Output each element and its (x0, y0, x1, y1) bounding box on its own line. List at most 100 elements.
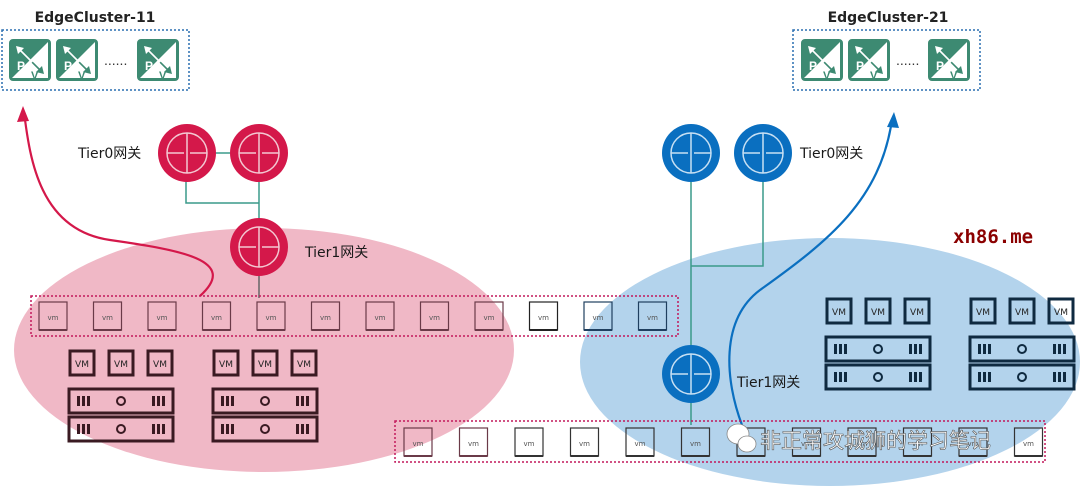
svg-text:V: V (31, 70, 39, 82)
host-vm-icon[interactable]: VM (68, 349, 96, 377)
vm-label: vm (484, 314, 495, 322)
host-vm-icon[interactable]: VM (903, 297, 931, 325)
segment-vm-icon[interactable]: vm (528, 301, 559, 331)
edge-node-icon: PV (9, 39, 51, 82)
segment-vm-icon[interactable]: vm (474, 301, 504, 331)
left-tier0-label: Tier0网关 (77, 146, 141, 162)
right-tier1-label: Tier1网关 (736, 375, 800, 391)
edge-cluster-21-title: EdgeCluster-21 (828, 10, 949, 26)
host-vm-icon[interactable]: VM (825, 297, 853, 325)
edge-cluster-11: EdgeCluster-11 PV PV ...... PV (1, 10, 190, 91)
segment-vm-icon[interactable]: vm (569, 427, 600, 457)
left-segment-vms: vm vm vm vm vm vm vm vm vm vm vm vm (38, 301, 668, 331)
segment-vm-icon[interactable]: vm (637, 301, 668, 331)
left-tier1-label: Tier1网关 (304, 245, 368, 261)
vm-label: VM (114, 360, 128, 370)
segment-vm-icon[interactable]: vm (958, 427, 988, 457)
right-tier0-router-icon[interactable] (733, 123, 793, 183)
host-vm-icon[interactable]: VM (146, 349, 174, 377)
edge-node-icon: PV (801, 39, 843, 82)
vm-label: vm (968, 440, 979, 448)
vm-label: vm (413, 440, 424, 448)
segment-vm-icon[interactable]: vm (791, 427, 822, 457)
left-segment-border (30, 295, 679, 337)
left-tier0-router-icon[interactable] (229, 123, 289, 183)
vm-label: VM (1015, 308, 1029, 318)
host-vm-icon[interactable]: VM (107, 349, 135, 377)
segment-vm-icon[interactable]: vm (92, 301, 123, 331)
segment-vm-icon[interactable]: vm (403, 427, 433, 457)
vm-label: VM (1054, 308, 1068, 318)
left-tier1-router-icon[interactable] (229, 217, 289, 277)
vm-label: VM (297, 360, 311, 370)
svg-text:P: P (145, 59, 153, 73)
host-vm-icon[interactable]: VM (290, 349, 318, 377)
vm-label: VM (258, 360, 272, 370)
right-segment-border (394, 420, 1046, 463)
vm-label: vm (48, 314, 59, 322)
host-group: VM VM VM (968, 297, 1076, 391)
vm-label: VM (832, 308, 846, 318)
wechat-icon (726, 423, 757, 453)
left-tier0-router-icon[interactable] (157, 123, 217, 183)
left-egress-arrow (22, 111, 214, 297)
host-vm-icon[interactable]: VM (251, 349, 279, 377)
svg-text:P: P (17, 59, 25, 73)
vm-label: vm (157, 314, 168, 322)
vm-label: vm (102, 314, 113, 322)
segment-vm-icon[interactable]: vm (514, 427, 544, 457)
segment-vm-icon[interactable]: vm (365, 301, 395, 331)
right-tier1-router-icon[interactable] (661, 344, 721, 404)
svg-text:P: P (856, 59, 864, 73)
vm-label: vm (320, 314, 331, 322)
vm-label: vm (468, 440, 479, 448)
vm-label: vm (211, 314, 222, 322)
segment-vm-icon[interactable]: vm (1013, 427, 1044, 457)
host-group: VM VM VM (824, 297, 932, 391)
vm-label: vm (647, 314, 658, 322)
edge-node-icon: PV (848, 39, 890, 82)
host-vm-icon[interactable]: VM (1047, 297, 1075, 325)
edge-node-icon: PV (928, 39, 970, 82)
segment-vm-icon[interactable]: vm (147, 301, 177, 331)
segment-vm-icon[interactable]: vm (310, 301, 341, 331)
svg-text:V: V (159, 70, 167, 82)
vm-label: VM (153, 360, 167, 370)
vm-label: vm (266, 314, 277, 322)
right-tier0-label: Tier0网关 (799, 146, 863, 162)
svg-text:V: V (950, 70, 958, 82)
host-vm-icon[interactable]: VM (212, 349, 240, 377)
vm-label: VM (75, 360, 89, 370)
host-vm-icon[interactable]: VM (1008, 297, 1036, 325)
vm-label: VM (219, 360, 233, 370)
segment-vm-icon[interactable]: vm (419, 301, 450, 331)
vm-label: vm (429, 314, 440, 322)
right-egress-arrow (728, 119, 894, 426)
segment-vm-icon[interactable]: vm (256, 301, 286, 331)
segment-vm-icon[interactable]: vm (38, 301, 68, 331)
right-tier0-router-icon[interactable] (661, 123, 721, 183)
vm-label: vm (538, 314, 549, 322)
edge-cluster-11-border (1, 29, 190, 91)
vm-label: VM (976, 308, 990, 318)
host-vm-icon[interactable]: VM (969, 297, 997, 325)
host-vm-icon[interactable]: VM (864, 297, 892, 325)
vm-label: vm (524, 440, 535, 448)
segment-vm-icon[interactable]: vm (902, 427, 933, 457)
svg-text:V: V (823, 70, 831, 82)
segment-vm-icon[interactable]: vm (458, 427, 489, 457)
vm-label: vm (801, 440, 812, 448)
segment-vm-icon[interactable]: vm (680, 427, 711, 457)
vm-label: vm (635, 440, 646, 448)
svg-text:V: V (870, 70, 878, 82)
segment-vm-icon[interactable]: vm (625, 427, 655, 457)
segment-vm-icon[interactable]: vm (583, 301, 613, 331)
left-host-groups: VM VM VM VM VM VM (67, 349, 319, 443)
svg-text:P: P (936, 59, 944, 73)
segment-vm-icon[interactable]: vm (201, 301, 232, 331)
host-group: VM VM VM (67, 349, 175, 443)
ellipsis: ...... (896, 52, 919, 68)
segment-vm-icon[interactable]: vm (847, 427, 877, 457)
